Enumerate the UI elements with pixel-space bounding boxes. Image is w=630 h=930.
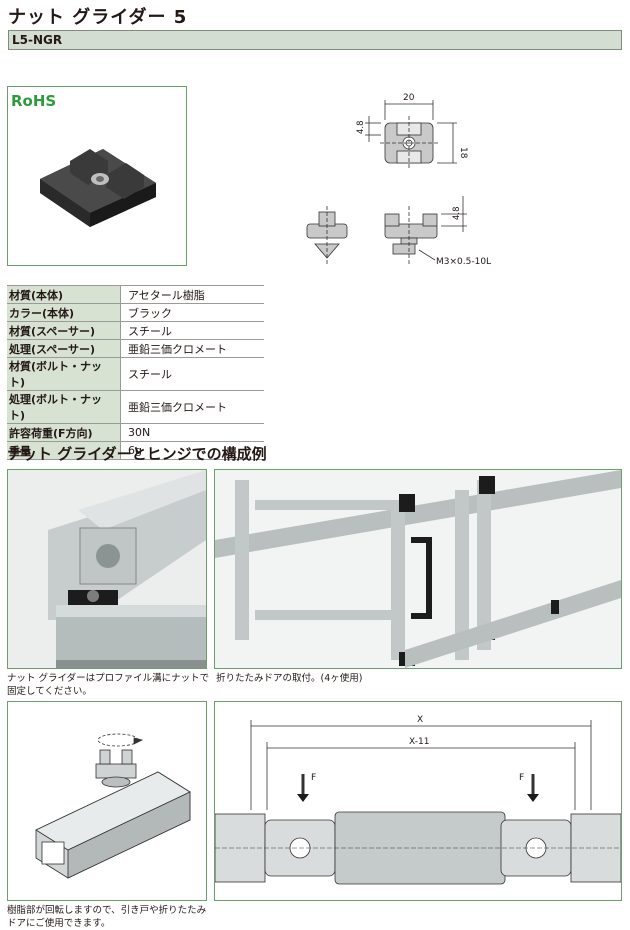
- product-photo-box: RoHS: [7, 86, 187, 266]
- model-number: L5-NGR: [12, 33, 63, 47]
- dim-x11-label: X-11: [409, 737, 429, 747]
- spec-key: 処理(スペーサー): [7, 339, 121, 358]
- force-left-label: F: [311, 773, 316, 783]
- example-caption-1: ナット グライダーはプロファイル溝にナットで 固定してください。: [7, 672, 217, 698]
- model-bar: L5-NGR: [8, 30, 622, 50]
- force-right-label: F: [519, 773, 524, 783]
- dimension-drawing: 20 18 4.8 4.8 M3×0.5-10L: [306, 93, 491, 267]
- example-photo-2: [214, 469, 622, 669]
- caption-3-line-2: ドアにご使用できます。: [7, 918, 111, 929]
- table-row: 処理(ボルト・ナット)亜鉛三価クロメート: [7, 390, 264, 424]
- spec-value: 亜鉛三価クロメート: [120, 339, 264, 358]
- nut-glider-photo: [40, 149, 156, 227]
- table-row: 材質(ボルト・ナット)スチール: [7, 357, 264, 391]
- spec-value: 亜鉛三価クロメート: [120, 390, 264, 424]
- spec-key: カラー(本体): [7, 303, 121, 322]
- caption-3-line-1: 樹脂部が回転しますので、引き戸や折りたたみ: [7, 905, 207, 916]
- example-caption-3: 樹脂部が回転しますので、引き戸や折りたたみ ドアにご使用できます。: [7, 904, 217, 930]
- assembly-dimension-drawing: X X-11 F F: [215, 715, 621, 885]
- spec-key: 重量: [7, 441, 121, 460]
- example-photo-1: [7, 469, 207, 669]
- dim-x-label: X: [417, 715, 423, 725]
- spec-value: 30N: [120, 423, 264, 442]
- profile-closeup-image: [8, 470, 206, 668]
- spec-value: スチール: [120, 321, 264, 340]
- rotation-illustration: [35, 733, 191, 879]
- page-title: ナット グライダー 5: [8, 7, 188, 28]
- table-row: カラー(本体)ブラック: [7, 303, 264, 322]
- spec-key: 処理(ボルト・ナット): [7, 390, 121, 424]
- dim-height: 18: [458, 147, 468, 159]
- example-section-title: ナット グライダーとヒンジでの構成例: [7, 445, 267, 463]
- table-row: 処理(スペーサー)亜鉛三価クロメート: [7, 339, 264, 358]
- dim-offset-top: 4.8: [356, 120, 366, 134]
- spec-key: 許容荷重(F方向): [7, 423, 121, 442]
- spec-table: 材質(本体)アセタール樹脂 カラー(本体)ブラック 材質(スペーサー)スチール …: [7, 285, 264, 460]
- spec-value: アセタール樹脂: [120, 285, 264, 304]
- example-caption-2: 折りたたみドアの取付。(4ヶ使用): [216, 673, 363, 684]
- caption-1-line-1: ナット グライダーはプロファイル溝にナットで: [7, 673, 210, 684]
- spec-key: 材質(本体): [7, 285, 121, 304]
- spec-value: スチール: [120, 357, 264, 391]
- spec-key: 材質(ボルト・ナット): [7, 357, 121, 391]
- dim-offset-side: 4.8: [452, 206, 462, 220]
- bolt-label: M3×0.5-10L: [436, 257, 491, 267]
- rohs-label: RoHS: [11, 92, 57, 110]
- example-drawing-4: X X-11 F F: [214, 701, 622, 901]
- spec-key: 材質(スペーサー): [7, 321, 121, 340]
- table-row: 材質(本体)アセタール樹脂: [7, 285, 264, 304]
- folding-door-image: [215, 470, 621, 668]
- caption-1-line-2: 固定してください。: [7, 686, 92, 697]
- dim-width: 20: [403, 93, 415, 103]
- spec-value: 6g: [120, 441, 264, 460]
- example-drawing-3: [7, 701, 207, 901]
- table-row: 材質(スペーサー)スチール: [7, 321, 264, 340]
- spec-value: ブラック: [120, 303, 264, 322]
- table-row: 許容荷重(F方向)30N: [7, 423, 264, 442]
